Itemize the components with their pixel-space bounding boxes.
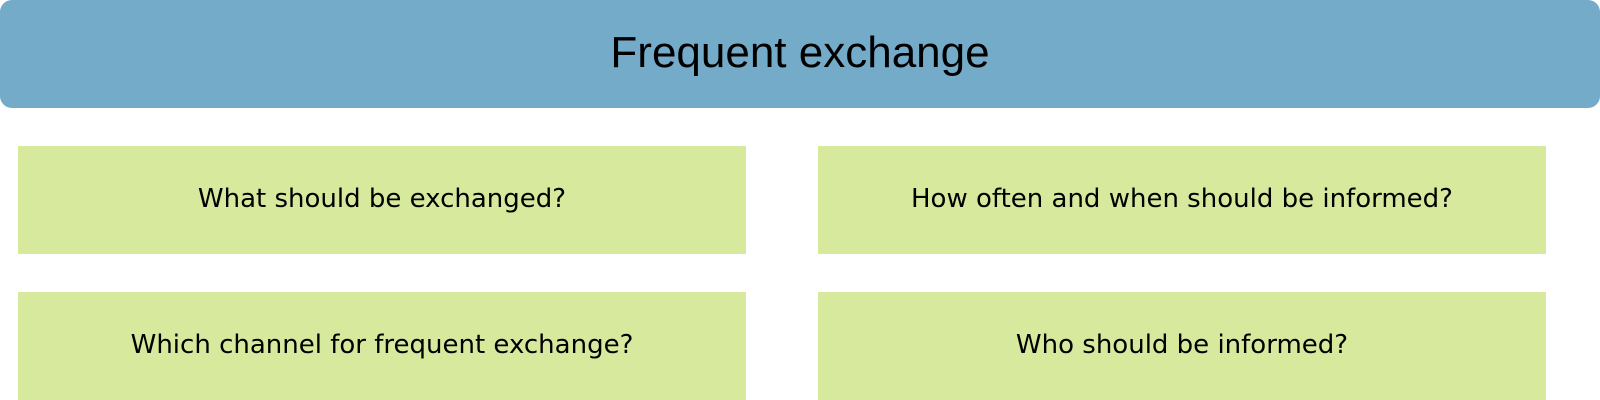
- card-label: How often and when should be informed?: [911, 184, 1453, 215]
- card-label: Who should be informed?: [1015, 330, 1349, 361]
- card-who-informed: Who should be informed?: [818, 292, 1546, 400]
- card-label: Which channel for frequent exchange?: [130, 330, 634, 361]
- card-how-often-when: How often and when should be informed?: [818, 146, 1546, 254]
- card-label: What should be exchanged?: [197, 184, 567, 215]
- card-which-channel: Which channel for frequent exchange?: [18, 292, 746, 400]
- diagram-title: Frequent exchange: [610, 28, 990, 77]
- card-what-exchanged: What should be exchanged?: [18, 146, 746, 254]
- header-banner: Frequent exchange: [0, 0, 1600, 108]
